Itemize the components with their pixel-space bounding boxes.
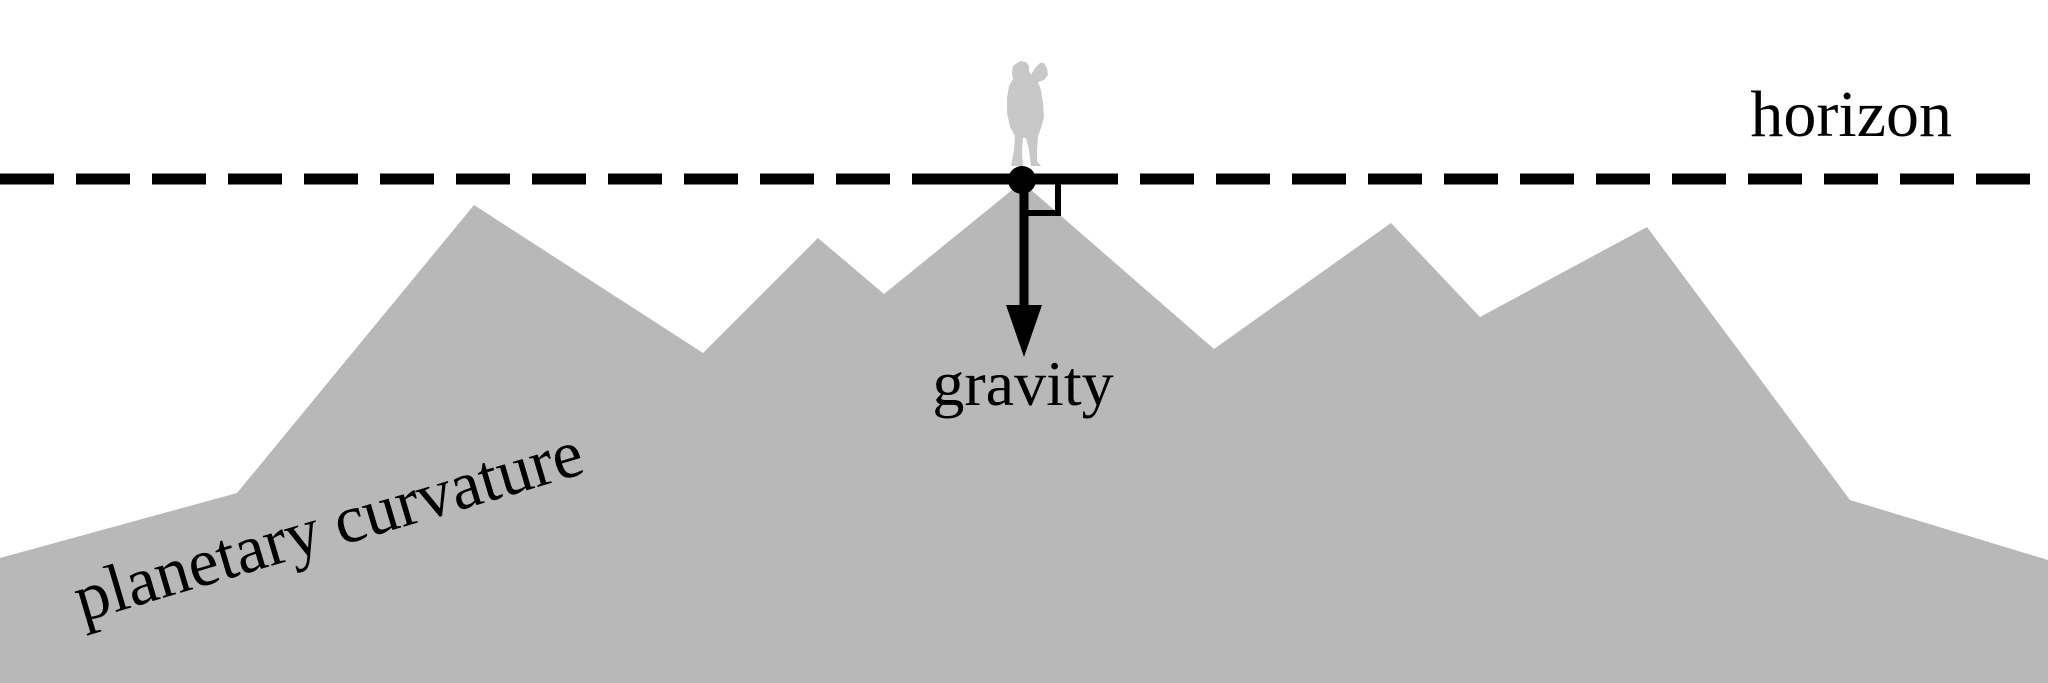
mountain-silhouette <box>0 182 2048 683</box>
observer-point-dot <box>1008 166 1036 194</box>
gravity-arrowhead <box>1006 305 1042 357</box>
gravity-label: gravity <box>932 348 1113 419</box>
gravity-arrow-icon <box>1006 180 1042 357</box>
horizon-label: horizon <box>1750 78 1952 151</box>
observer-person-icon <box>1007 61 1048 166</box>
right-angle-icon <box>1025 182 1061 216</box>
